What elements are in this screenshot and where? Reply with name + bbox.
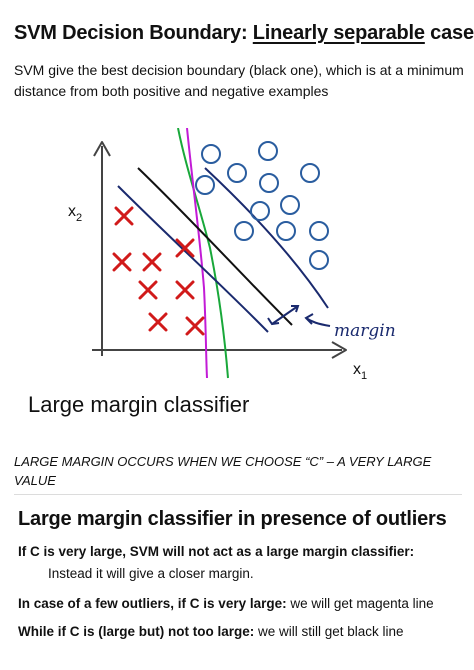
positive-example	[185, 316, 205, 336]
positive-example	[148, 312, 168, 332]
title-prefix: SVM Decision Boundary:	[14, 22, 253, 44]
y-axis-label: x2	[68, 203, 82, 224]
margin-pointer-head	[304, 313, 314, 325]
description-text: SVM give the best decision boundary (bla…	[14, 62, 464, 99]
decision-boundary	[137, 167, 293, 326]
x-axis-arrow	[331, 341, 347, 359]
negative-example	[309, 221, 329, 241]
positive-example	[138, 280, 158, 300]
slide-title: SVM Decision Boundary: Linearly separabl…	[14, 22, 474, 45]
svm-figure: margin x2 x1	[68, 128, 396, 382]
bullet-magenta-rest: we will get magenta line	[286, 596, 434, 611]
bullet-closer-margin: Instead it will give a closer margin.	[48, 566, 254, 581]
positive-example	[112, 252, 132, 272]
bullet-black-rest: we will still get black line	[254, 624, 404, 639]
negative-example	[259, 173, 279, 193]
green-line	[177, 128, 229, 379]
title-underlined: Linearly separable	[252, 22, 425, 44]
large-margin-note: LARGE MARGIN OCCURS WHEN WE CHOOSE “C” –…	[14, 454, 432, 488]
bullet-black-bold: While if C is (large but) not too large:	[18, 624, 255, 639]
positive-example	[175, 280, 195, 300]
y-axis-arrow	[93, 141, 111, 157]
bullet-magenta-line: In case of a few outliers, if C is very …	[18, 596, 434, 611]
bullet-c-very-large: If C is very large, SVM will not act as …	[18, 544, 415, 559]
negative-example	[300, 163, 320, 183]
negative-example	[258, 141, 278, 161]
margin-line-upper	[204, 167, 329, 309]
bullet-black-line: While if C is (large but) not too large:…	[18, 624, 404, 639]
margin-arrow	[271, 305, 299, 325]
title-suffix: case	[424, 22, 474, 44]
magenta-line	[186, 128, 208, 379]
section-divider	[14, 494, 462, 495]
negative-example	[234, 221, 254, 241]
negative-example	[250, 201, 270, 221]
negative-example	[201, 144, 221, 164]
large-margin-classifier-label: Large margin classifier	[28, 392, 250, 417]
positive-examples	[112, 206, 205, 336]
negative-example	[276, 221, 296, 241]
margin-line-lower	[117, 185, 269, 333]
positive-example	[114, 206, 134, 226]
positive-example	[142, 252, 162, 272]
negative-example	[195, 175, 215, 195]
outliers-section-title: Large margin classifier in presence of o…	[18, 508, 447, 530]
margin-label: margin	[334, 321, 396, 341]
margin-arrowhead-b	[291, 305, 300, 313]
margin-arrowhead-a	[267, 317, 280, 326]
negative-examples	[195, 141, 329, 270]
bullet-magenta-bold: In case of a few outliers, if C is very …	[18, 596, 287, 611]
negative-example	[227, 163, 247, 183]
negative-example	[309, 250, 329, 270]
x-axis-label: x1	[353, 361, 367, 382]
negative-example	[280, 195, 300, 215]
positive-example	[175, 238, 195, 258]
